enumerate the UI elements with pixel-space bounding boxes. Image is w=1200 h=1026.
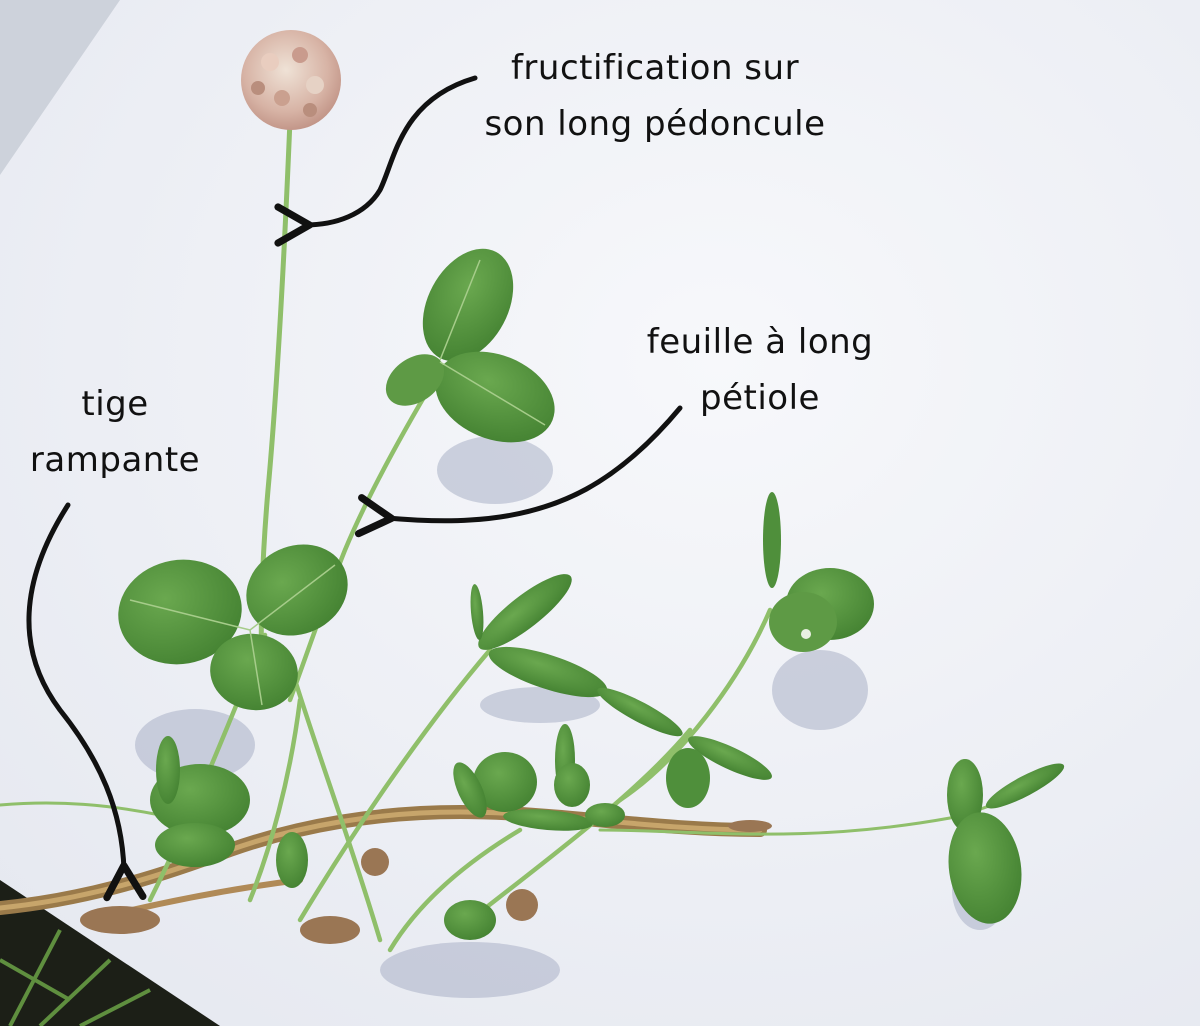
small-leaves-lower bbox=[150, 724, 625, 940]
annotation-fructification-line1: fructification sur bbox=[510, 48, 800, 88]
trifoliate-leaf-right bbox=[763, 492, 874, 652]
dried-debris bbox=[80, 820, 772, 944]
annotation-fructification-line2: son long pédoncule bbox=[484, 104, 826, 144]
grass-blades bbox=[0, 929, 151, 1026]
annotation-tige-line1: tige bbox=[81, 384, 149, 424]
clover-flower-head bbox=[241, 30, 341, 130]
annotation-feuille-line1: feuille à long bbox=[646, 322, 874, 362]
arrow-tige bbox=[26, 502, 147, 902]
narrow-leaves-middle bbox=[470, 574, 772, 808]
annotation-fructification: fructification sur son long pédoncule bbox=[470, 40, 840, 152]
petioles bbox=[147, 367, 773, 953]
annotation-tige: tige rampante bbox=[15, 376, 215, 488]
annotation-feuille: feuille à long pétiole bbox=[630, 314, 890, 426]
trifoliate-leaf-far-right bbox=[947, 759, 1065, 924]
arrow-feuille bbox=[354, 405, 683, 538]
arrow-fructification bbox=[274, 75, 478, 247]
annotation-tige-line2: rampante bbox=[29, 440, 201, 480]
trifoliate-leaf-upper bbox=[385, 248, 555, 443]
trifoliate-leaf-left bbox=[118, 544, 348, 711]
annotation-feuille-line2: pétiole bbox=[700, 378, 820, 418]
plant-shadows bbox=[135, 436, 1008, 998]
